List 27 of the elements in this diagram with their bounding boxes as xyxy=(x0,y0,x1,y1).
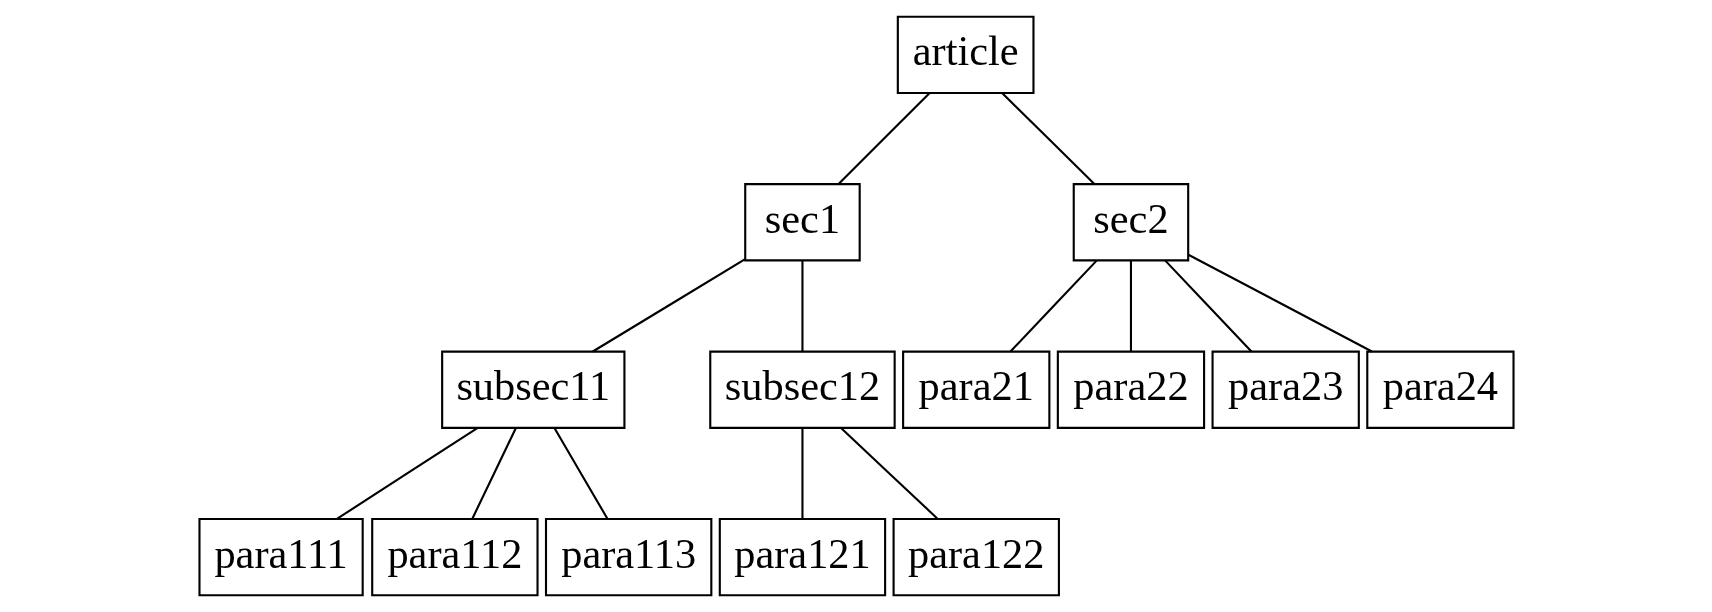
connector xyxy=(1129,260,1132,352)
node-box: sec2 xyxy=(1072,183,1189,262)
connector xyxy=(800,260,803,352)
node-box: article xyxy=(896,15,1035,95)
node-box: subsec11 xyxy=(440,350,625,429)
connector xyxy=(591,258,745,353)
node-box: para112 xyxy=(370,517,539,597)
node-box: para21 xyxy=(901,350,1050,429)
connector xyxy=(1164,259,1252,353)
connector xyxy=(837,92,930,185)
connector xyxy=(800,428,803,519)
node-box: para24 xyxy=(1365,350,1515,429)
node-box: para122 xyxy=(892,517,1060,597)
connector xyxy=(470,427,517,520)
connector xyxy=(335,427,478,520)
node-box: para111 xyxy=(197,517,364,597)
connector xyxy=(1001,92,1095,185)
node-box: para22 xyxy=(1056,350,1205,429)
node-box: para121 xyxy=(718,517,886,597)
connector xyxy=(553,427,608,520)
connector xyxy=(1187,253,1372,353)
connector xyxy=(839,427,938,520)
node-box: para113 xyxy=(544,517,712,597)
connector xyxy=(1009,259,1097,353)
node-box: sec1 xyxy=(743,183,861,262)
node-box: subsec12 xyxy=(708,350,896,429)
node-box: para23 xyxy=(1211,350,1360,429)
